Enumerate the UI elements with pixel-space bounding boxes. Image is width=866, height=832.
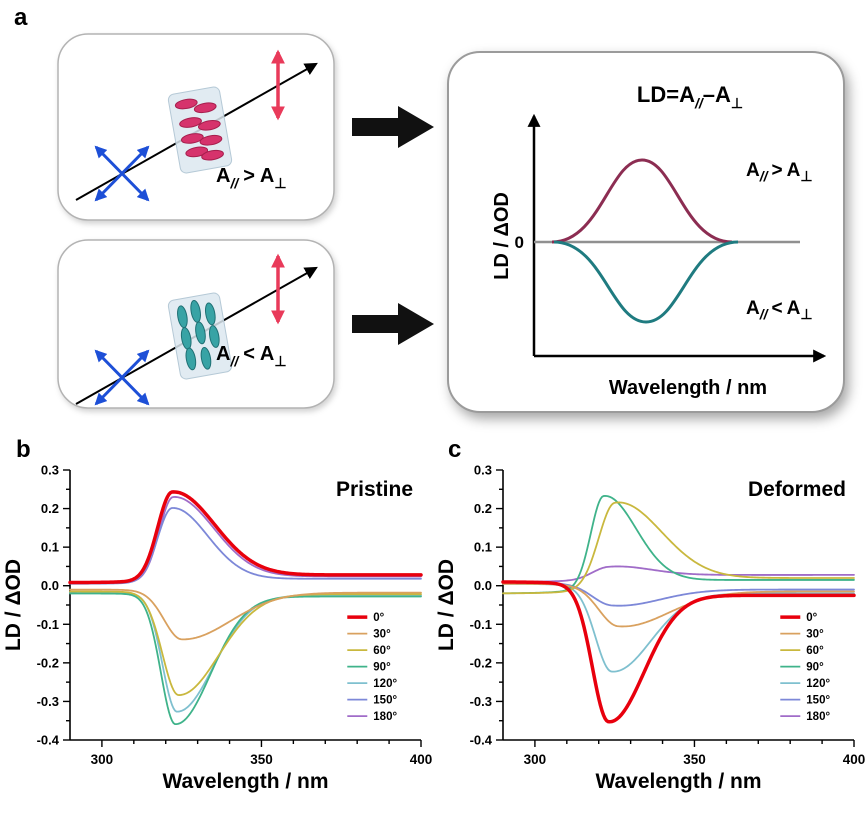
series-150° xyxy=(69,507,422,585)
series-180° xyxy=(502,565,855,583)
y-tick-label: -0.3 xyxy=(37,694,59,709)
x-axis-label: Wavelength / nm xyxy=(595,770,761,793)
disc-sample-vertical xyxy=(167,292,233,380)
series-90° xyxy=(69,592,422,726)
x-tick-label: 350 xyxy=(250,752,273,767)
chart-title: Deformed xyxy=(748,478,846,501)
legend-label: 120° xyxy=(373,678,397,690)
y-tick-label: 0.0 xyxy=(474,578,492,593)
ld-definition-box xyxy=(447,51,845,413)
y-tick-label: 0.3 xyxy=(474,463,492,478)
legend-label: 60° xyxy=(806,645,824,657)
incident-polarization-arrow-icon xyxy=(94,145,150,202)
y-tick-label: -0.3 xyxy=(470,694,492,709)
schematic-x-axis-label: Wavelength / nm xyxy=(609,377,767,399)
y-tick-label: -0.2 xyxy=(37,655,59,670)
box2-formula: A//<A⊥ xyxy=(216,343,287,369)
flow-arrow-icon xyxy=(352,106,434,148)
axes: 300 350 400 -0.4 -0.3 -0.2 -0.1 0.0 0.1 0.2 0.3 xyxy=(470,463,866,768)
ld-equation: LD=A//–A⊥ xyxy=(637,82,743,111)
x-tick-label: 300 xyxy=(91,752,114,767)
chart-deformed: 300 350 400 -0.4 -0.3 -0.2 -0.1 0.0 0.1 0.2 0.3Wav… xyxy=(435,463,866,794)
x-axis-label: Wavelength / nm xyxy=(162,770,328,793)
legend-label: 90° xyxy=(806,662,824,674)
series-0° xyxy=(501,580,856,724)
y-tick-label: -0.4 xyxy=(470,733,493,748)
legend-label: 150° xyxy=(806,695,830,707)
panel-label-b: b xyxy=(16,436,31,463)
schematic-y-axis-label: LD / ΔOD xyxy=(491,192,513,280)
lower-annotation: A//<A⊥ xyxy=(746,298,813,322)
legend-label: 180° xyxy=(806,711,830,723)
y-tick-label: -0.4 xyxy=(37,733,60,748)
y-tick-label: -0.1 xyxy=(470,617,492,632)
legend-label: 120° xyxy=(806,678,830,690)
y-tick-label: -0.2 xyxy=(470,655,492,670)
legend: 0° 30° 60° 90° 120° 150° 180° xyxy=(780,612,830,723)
box1-formula: A//>A⊥ xyxy=(216,165,287,191)
legend-label: 0° xyxy=(373,612,384,624)
y-tick-label: 0.1 xyxy=(41,540,59,555)
zero-label: 0 xyxy=(515,233,524,252)
y-tick-label: 0.2 xyxy=(41,501,59,516)
y-tick-label: 0.2 xyxy=(474,501,492,516)
legend-label: 0° xyxy=(806,612,817,624)
legend: 0° 30° 60° 90° 120° 150° 180° xyxy=(347,612,397,723)
legend-label: 150° xyxy=(373,695,397,707)
legend-label: 180° xyxy=(373,711,397,723)
panel-label-c: c xyxy=(448,436,462,463)
series-30° xyxy=(69,588,422,641)
magenta-discs xyxy=(174,98,224,161)
series-120° xyxy=(69,591,422,713)
chart-pristine: 300 350 400 -0.4 -0.3 -0.2 -0.1 0.0 0.1 0.2 0.3Wav… xyxy=(2,463,433,794)
series-0° xyxy=(68,490,423,585)
incident-polarization-arrow-icon xyxy=(94,349,150,406)
x-tick-label: 350 xyxy=(683,752,706,767)
series-60° xyxy=(502,501,855,595)
y-tick-label: 0.0 xyxy=(41,578,59,593)
x-tick-label: 300 xyxy=(524,752,547,767)
axes: 300 350 400 -0.4 -0.3 -0.2 -0.1 0.0 0.1 0.2 0.3 xyxy=(37,463,433,768)
legend-label: 30° xyxy=(806,629,824,641)
legend-label: 60° xyxy=(373,645,391,657)
flow-arrow-icon xyxy=(352,303,434,345)
positive-ld-band xyxy=(551,158,733,244)
series-group xyxy=(68,490,423,726)
teal-discs xyxy=(177,300,220,371)
upper-annotation: A//>A⊥ xyxy=(746,160,813,184)
negative-ld-band xyxy=(553,240,739,324)
y-tick-label: 0.3 xyxy=(41,463,59,478)
series-60° xyxy=(69,590,422,696)
chart-title: Pristine xyxy=(336,478,413,501)
series-group xyxy=(501,495,856,724)
y-axis-label: LD / ΔOD xyxy=(435,559,458,651)
legend-label: 90° xyxy=(373,662,391,674)
y-axis-label: LD / ΔOD xyxy=(2,559,25,651)
x-tick-label: 400 xyxy=(843,752,866,767)
legend-label: 30° xyxy=(373,629,391,641)
panel-a-schematic: A//>A⊥ A//<A⊥ LD=A//–A⊥ 0 A//>A⊥ A//<A⊥ xyxy=(57,33,845,413)
disc-sample-horizontal xyxy=(167,86,233,174)
y-tick-label: 0.1 xyxy=(474,540,492,555)
x-tick-label: 400 xyxy=(410,752,433,767)
panel-label-a: a xyxy=(14,4,28,31)
y-tick-label: -0.1 xyxy=(37,617,59,632)
